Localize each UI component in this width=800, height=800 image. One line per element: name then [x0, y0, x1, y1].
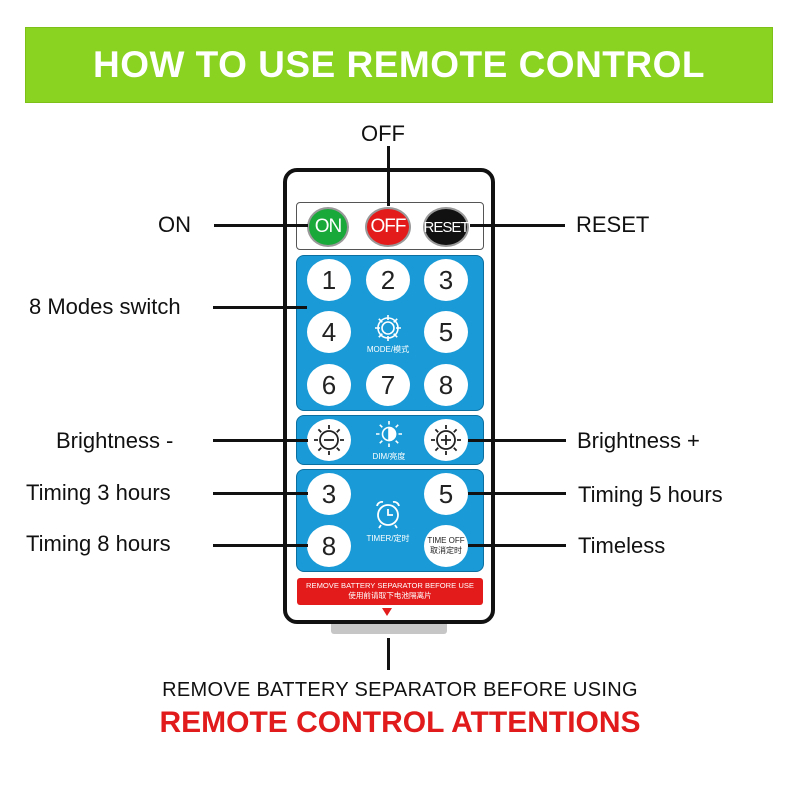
- on-button-label: ON: [314, 216, 342, 237]
- timeless-callout-line: [468, 544, 566, 547]
- modes-callout-line: [213, 306, 307, 309]
- mode-1-label: 1: [321, 264, 337, 295]
- brightness-minus-callout: Brightness -: [56, 428, 174, 453]
- separator-instruction: REMOVE BATTERY SEPARATOR BEFORE USING: [162, 679, 638, 701]
- off-callout-line: [387, 146, 390, 206]
- mode-7-label: 7: [380, 369, 396, 400]
- time-off-label: TIME OFF: [427, 536, 465, 545]
- reset-callout: RESET: [576, 212, 650, 237]
- mode-label: MODE/模式: [366, 345, 410, 354]
- reset-button-label: RESET: [423, 218, 470, 236]
- timing3-callout-line: [213, 492, 308, 495]
- attentions-heading: REMOTE CONTROL ATTENTIONS: [159, 706, 641, 739]
- off-button-label: OFF: [370, 216, 407, 237]
- on-callout-line: [214, 224, 308, 227]
- timer-3h-label: 3: [321, 478, 337, 509]
- mode-3-label: 3: [438, 264, 454, 295]
- brightness-minus-callout-line: [213, 439, 308, 442]
- timer-5h-button[interactable]: 5: [424, 473, 468, 515]
- warning-line-cn: 使用前请取下电池隔离片: [348, 591, 432, 600]
- timer-5h-label: 5: [438, 478, 454, 509]
- mode-2-label: 2: [380, 264, 396, 295]
- alarm-clock-icon: [372, 498, 404, 530]
- mode-button-1[interactable]: 1: [307, 259, 351, 301]
- mode-5-label: 5: [438, 316, 454, 347]
- brightness-plus-callout-line: [468, 439, 566, 442]
- warning-arrow-icon: [382, 608, 392, 616]
- brightness-down-button[interactable]: [307, 419, 351, 461]
- reset-callout-line: [470, 224, 565, 227]
- on-callout: ON: [158, 212, 191, 237]
- title-banner: HOW TO USE REMOTE CONTROL: [25, 27, 773, 103]
- mode-button-4[interactable]: 4: [307, 311, 351, 353]
- mode-6-label: 6: [321, 369, 337, 400]
- separator-callout-line: [387, 638, 390, 670]
- mode-button-2[interactable]: 2: [366, 259, 410, 301]
- sun-plus-icon: [431, 425, 461, 455]
- page-title: HOW TO USE REMOTE CONTROL: [92, 44, 706, 85]
- dim-label: DIM/亮度: [372, 452, 406, 461]
- dim-sun-icon: [374, 419, 404, 449]
- timer-3h-button[interactable]: 3: [307, 473, 351, 515]
- off-callout: OFF: [361, 121, 405, 146]
- mode-button-5[interactable]: 5: [424, 311, 468, 353]
- battery-warning-label: REMOVE BATTERY SEPARATOR BEFORE USE 使用前请…: [297, 578, 483, 605]
- on-button[interactable]: ON: [307, 207, 349, 247]
- sun-minus-icon: [314, 425, 344, 455]
- time-off-label-cn: 取消定时: [430, 546, 462, 555]
- off-button[interactable]: OFF: [365, 207, 411, 247]
- mode-button-8[interactable]: 8: [424, 364, 468, 406]
- timing5-callout: Timing 5 hours: [578, 482, 723, 507]
- timing8-callout: Timing 8 hours: [26, 531, 171, 556]
- timer-label: TIMER/定时: [366, 534, 410, 543]
- mode-button-7[interactable]: 7: [366, 364, 410, 406]
- timeless-callout: Timeless: [578, 533, 666, 558]
- modes-callout: 8 Modes switch: [29, 294, 181, 319]
- brightness-up-button[interactable]: [424, 419, 468, 461]
- timing3-callout: Timing 3 hours: [26, 480, 171, 505]
- mode-button-6[interactable]: 6: [307, 364, 351, 406]
- mode-button-3[interactable]: 3: [424, 259, 468, 301]
- mode-4-label: 4: [321, 316, 337, 347]
- warning-line-en: REMOVE BATTERY SEPARATOR BEFORE USE: [306, 581, 474, 590]
- timing8-callout-line: [213, 544, 308, 547]
- time-off-button[interactable]: TIME OFF 取消定时: [424, 525, 468, 567]
- reset-button[interactable]: RESET: [423, 207, 470, 247]
- mode-8-label: 8: [438, 369, 454, 400]
- timing5-callout-line: [468, 492, 566, 495]
- timer-8h-label: 8: [321, 530, 337, 561]
- gear-icon: [372, 312, 404, 344]
- brightness-plus-callout: Brightness +: [577, 428, 700, 453]
- timer-8h-button[interactable]: 8: [307, 525, 351, 567]
- battery-separator-tab[interactable]: [331, 624, 447, 634]
